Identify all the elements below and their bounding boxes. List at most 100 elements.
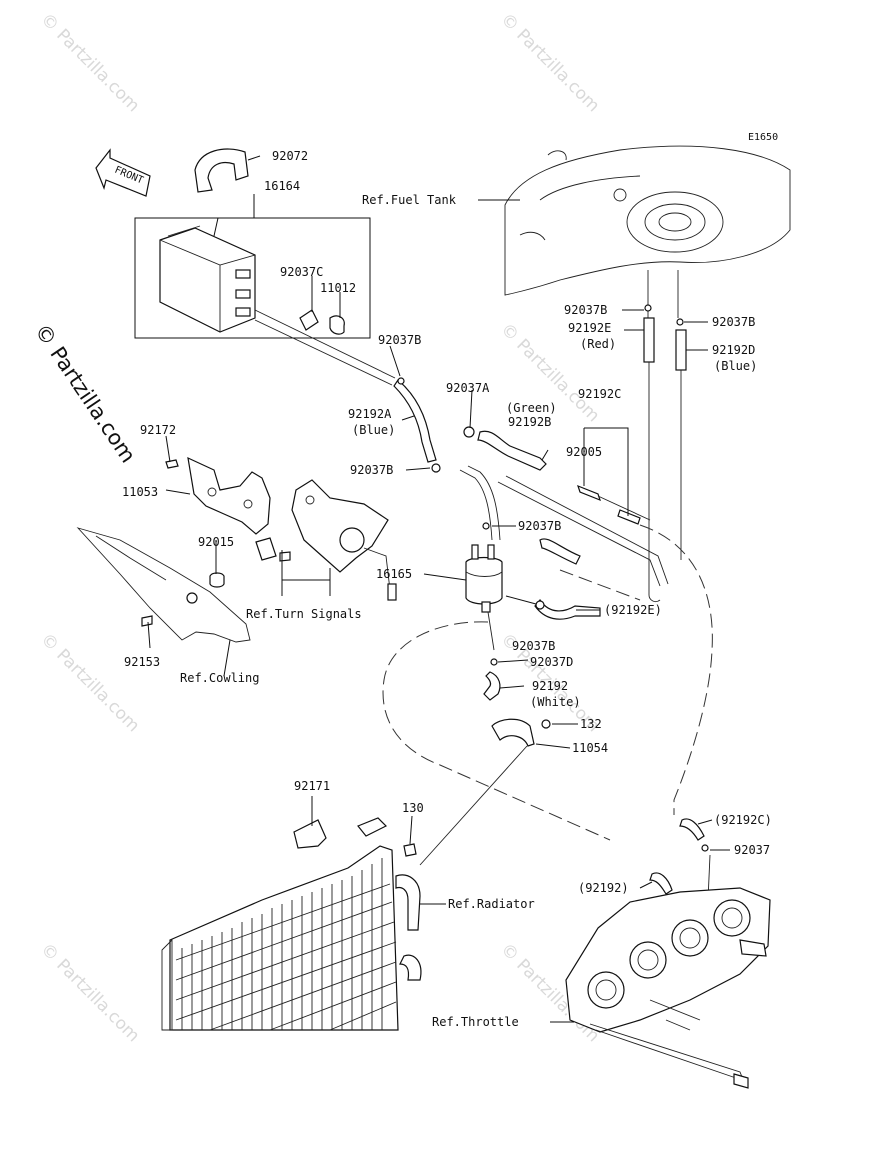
collar-92015	[209, 572, 225, 588]
leader-lines	[134, 155, 730, 1023]
hose-92192C	[679, 818, 705, 841]
hose-line	[648, 362, 661, 603]
label-92037B: 92037B	[378, 333, 421, 347]
label-92192C-paren: (92192C)	[714, 813, 772, 827]
fitting	[617, 509, 641, 525]
label-92015: 92015	[198, 535, 234, 549]
diagram-code: E1650	[748, 132, 778, 143]
hose-92192-throttle	[649, 872, 673, 895]
label-92037: 92037	[734, 843, 770, 857]
label-92192C: 92192C	[578, 387, 621, 401]
label-92192B: 92192B	[508, 415, 551, 429]
clip-92037B	[676, 318, 684, 326]
label-92172: 92172	[140, 423, 176, 437]
dashed-hose	[382, 621, 611, 841]
front-arrow-icon: FRONT	[95, 148, 151, 197]
fuel-tank	[504, 145, 791, 296]
clip-92037B	[535, 600, 545, 610]
clip-92037B	[431, 463, 441, 473]
hose-92192E-loop	[539, 538, 581, 565]
hose-92192E	[643, 317, 655, 363]
throttle-body-assembly	[565, 887, 771, 1089]
label-11053: 11053	[122, 485, 158, 499]
hose-line	[505, 475, 669, 585]
turn-signal-bracket	[291, 479, 397, 601]
label-92192-color: (White)	[530, 695, 581, 709]
bracket-92171	[357, 817, 388, 837]
hose-line	[254, 319, 393, 386]
hose-line	[487, 611, 495, 651]
bolt-130	[403, 843, 417, 857]
label-ref-turn-signals: Ref.Turn Signals	[246, 607, 362, 621]
bracket-11053	[187, 456, 277, 561]
label-92192D: 92192D	[712, 343, 755, 357]
label-92171: 92171	[294, 779, 330, 793]
label-130: 130	[402, 801, 424, 815]
label-92192E: 92192E	[568, 321, 611, 335]
leader-line	[419, 745, 528, 866]
hose-line	[254, 309, 396, 379]
hose-92192E-loop	[534, 598, 601, 620]
label-92037B: 92037B	[512, 639, 555, 653]
label-ref-radiator: Ref.Radiator	[448, 897, 535, 911]
label-92153: 92153	[124, 655, 160, 669]
clip-92037A	[463, 426, 475, 438]
separator-16165	[465, 544, 503, 613]
bolt-132	[541, 719, 551, 729]
label-92192E-color: (Red)	[580, 337, 616, 351]
watermark-tile: © Partzilla.com	[36, 9, 143, 116]
watermark-tile: © Partzilla.com	[496, 9, 603, 116]
bracket-92072	[194, 148, 249, 193]
clamp-92037C	[299, 309, 319, 331]
label-92037D: 92037D	[530, 655, 573, 669]
label-16165: 16165	[376, 567, 412, 581]
clip-92037B	[397, 377, 405, 385]
label-16164: 16164	[264, 179, 300, 193]
label-92037B: 92037B	[712, 315, 755, 329]
label-11054: 11054	[572, 741, 608, 755]
label-92037B: 92037B	[518, 519, 561, 533]
cowling-panel	[76, 527, 251, 643]
label-132: 132	[580, 717, 602, 731]
hose-line	[597, 495, 651, 521]
label-92005: 92005	[566, 445, 602, 459]
hose-92192A	[393, 379, 437, 463]
clip-92037B	[644, 304, 652, 312]
radiator	[161, 819, 422, 1031]
label-92037C: 92037C	[280, 265, 323, 279]
clip-92037D	[490, 658, 498, 666]
clamp-11054	[491, 718, 535, 747]
label-ref-cowling: Ref.Cowling	[180, 671, 259, 685]
screw-92153	[141, 615, 153, 627]
bolt-92172	[165, 459, 179, 469]
hose-line	[467, 465, 501, 541]
clip-92037	[701, 844, 709, 852]
hose-line	[497, 481, 661, 587]
label-92192B-color: (Green)	[506, 401, 557, 415]
label-92072: 92072	[272, 149, 308, 163]
clip-92037B	[482, 522, 490, 530]
label-ref-fuel-tank: Ref.Fuel Tank	[362, 193, 457, 207]
dashed-hose	[559, 569, 641, 601]
hose-line	[459, 469, 493, 541]
hose-92192D	[675, 329, 687, 371]
watermark-tile: © Partzilla.com	[36, 629, 143, 736]
label-92192: 92192	[532, 679, 568, 693]
label-92037B: 92037B	[564, 303, 607, 317]
label-92037A: 92037A	[446, 381, 490, 395]
watermark-tile: © Partzilla.com	[36, 939, 143, 1046]
hose-92192B	[477, 430, 547, 471]
label-ref-throttle: Ref.Throttle	[432, 1015, 519, 1029]
label-92192A-color: (Blue)	[352, 423, 395, 437]
label-92192D-color: (Blue)	[714, 359, 757, 373]
label-11012: 11012	[320, 281, 356, 295]
cap-11012	[329, 315, 345, 335]
canister-16164	[134, 217, 371, 339]
label-92192E-paren: (92192E)	[604, 603, 662, 617]
dashed-hose	[639, 524, 713, 815]
label-92037B: 92037B	[350, 463, 393, 477]
hose-92192	[483, 671, 501, 701]
fitting-92005	[577, 484, 601, 502]
